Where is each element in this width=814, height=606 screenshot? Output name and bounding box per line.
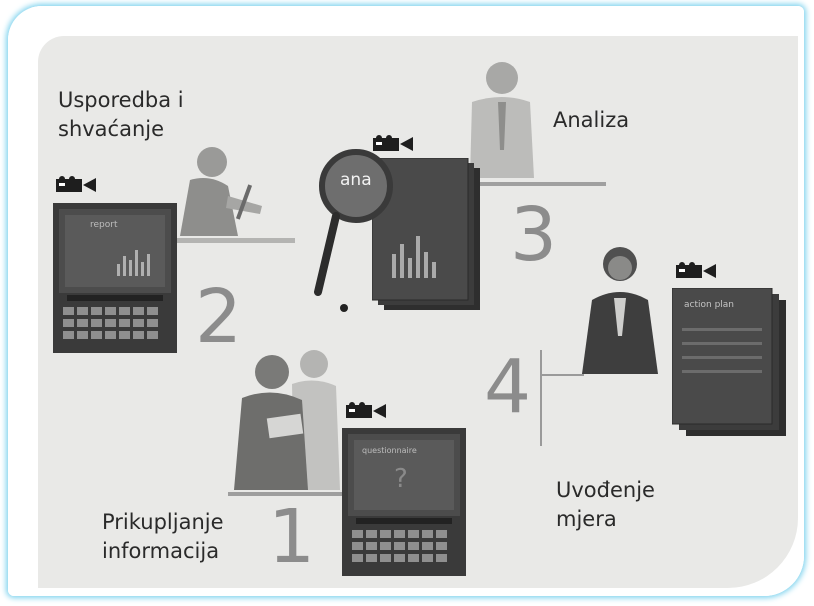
step-3-magnifier-text: ana xyxy=(340,170,372,190)
step-4-person xyxy=(578,240,688,380)
step-4-label-line1: Uvođenje xyxy=(556,478,655,502)
outer-frame xyxy=(8,6,804,596)
step-2-number: 2 xyxy=(195,274,243,360)
step-1-screen-glyph: ? xyxy=(394,464,408,494)
step-3-camera-icon xyxy=(373,135,415,153)
step-4-document-stack xyxy=(672,288,790,438)
step-3-magnifier-icon xyxy=(306,144,406,314)
step-3-person xyxy=(430,52,610,192)
step-2-screen-text: report xyxy=(90,220,118,230)
step-1-label-line1: Prikupljanje xyxy=(102,510,224,534)
step-4-camera-icon xyxy=(676,262,718,280)
step-4-number: 4 xyxy=(484,344,532,430)
step-2-person xyxy=(150,140,300,270)
step-4-bracket xyxy=(536,350,586,450)
step-2-label: Usporedba i shvaćanje xyxy=(58,86,184,144)
step-2-camera-icon xyxy=(56,176,98,194)
step-1-label-line2: informacija xyxy=(102,539,220,563)
step-1-device xyxy=(342,428,466,576)
step-3-label: Analiza xyxy=(553,108,630,132)
step-1-screen-text: questionnaire xyxy=(362,446,417,455)
step-2-label-line2: shvaćanje xyxy=(58,117,165,141)
step-1-number: 1 xyxy=(268,494,316,580)
step-1-camera-icon xyxy=(346,402,388,420)
step-2-screen-chart xyxy=(117,246,151,276)
step-4-label: Uvođenje mjera xyxy=(556,476,655,534)
step-4-label-line2: mjera xyxy=(556,507,617,531)
step-1-people xyxy=(228,340,348,500)
step-2-device xyxy=(53,203,177,353)
step-4-doc-text: action plan xyxy=(684,300,734,310)
step-1-label: Prikupljanje informacija xyxy=(102,508,224,566)
step-2-label-line1: Usporedba i xyxy=(58,88,184,112)
step-3-number: 3 xyxy=(510,192,558,278)
